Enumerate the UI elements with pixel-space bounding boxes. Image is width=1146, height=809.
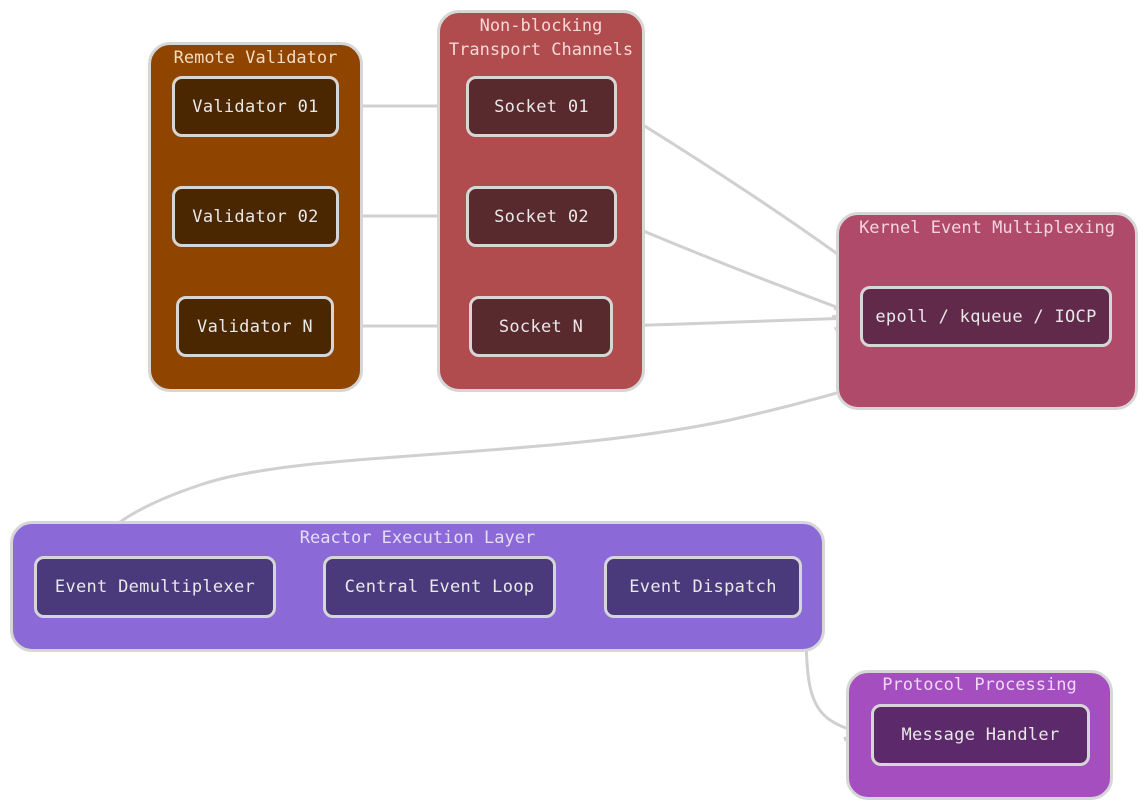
node-epoll-kqueue-iocp[interactable]: epoll / kqueue / IOCP [860, 286, 1112, 347]
group-label-remote-validator: Remote Validator [173, 48, 338, 68]
node-socket-n[interactable]: Socket N [469, 296, 613, 357]
node-message-handler[interactable]: Message Handler [871, 704, 1090, 766]
group-label-kernel: Kernel Event Multiplexing [859, 218, 1115, 238]
group-label-reactor: Reactor Execution Layer [299, 528, 536, 548]
edge-socket-02-to-epoll [620, 220, 855, 314]
group-label-transport: Non-blocking Transport Channels [448, 16, 634, 60]
node-validator-02[interactable]: Validator 02 [172, 186, 339, 247]
node-event-demultiplexer[interactable]: Event Demultiplexer [34, 556, 276, 618]
node-socket-02[interactable]: Socket 02 [466, 186, 617, 247]
edge-socket-01-to-epoll [620, 110, 870, 278]
node-central-event-loop[interactable]: Central Event Loop [323, 556, 556, 618]
edge-socket-n-to-epoll [615, 318, 855, 326]
node-validator-n[interactable]: Validator N [176, 296, 334, 357]
node-socket-01[interactable]: Socket 01 [466, 76, 617, 137]
node-event-dispatch[interactable]: Event Dispatch [604, 556, 802, 618]
group-label-protocol: Protocol Processing [882, 675, 1077, 695]
node-validator-01[interactable]: Validator 01 [172, 76, 339, 137]
